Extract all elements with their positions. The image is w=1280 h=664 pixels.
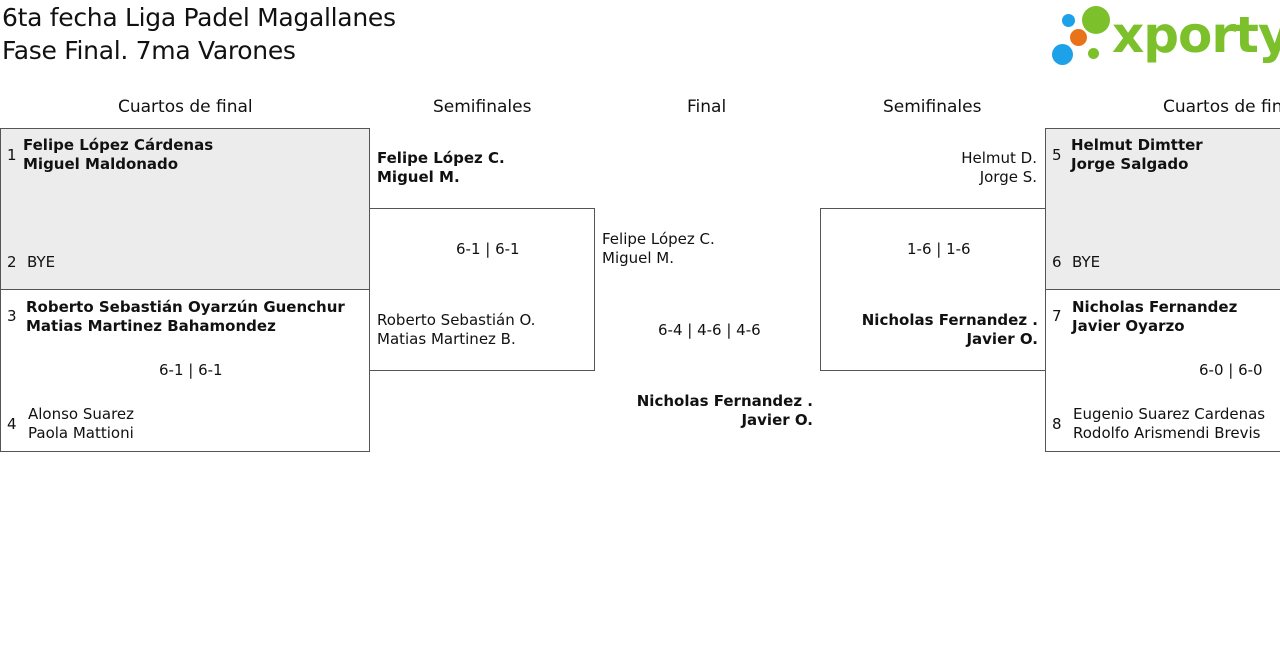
xporty-logo[interactable]: xporty <box>1052 4 1280 66</box>
team-player: Felipe López Cárdenas <box>23 136 214 154</box>
team-player: Javier O. <box>741 411 813 429</box>
team-player: Nicholas Fernandez . <box>636 392 813 410</box>
seed-number: 4 <box>7 415 17 433</box>
seed-number: 7 <box>1052 307 1062 325</box>
logo-text: xporty <box>1112 6 1280 64</box>
team-player: Felipe López C. <box>602 230 715 248</box>
match-score: 6-4 | 4-6 | 4-6 <box>658 321 761 339</box>
seed-number: 6 <box>1052 253 1062 271</box>
team-player: Helmut D. <box>961 149 1037 167</box>
team-player: Miguel M. <box>377 168 460 186</box>
team-player: Rodolfo Arismendi Brevis <box>1073 424 1261 442</box>
logo-dot-orange <box>1070 29 1087 46</box>
logo-dot-blue <box>1052 44 1073 65</box>
column-header-qf-left: Cuartos de final <box>118 97 253 117</box>
seed-number: 3 <box>7 307 17 325</box>
match-score: 1-6 | 1-6 <box>907 240 971 258</box>
column-header-sf-right: Semifinales <box>883 97 982 117</box>
qf-left-match-1[interactable] <box>0 128 370 290</box>
team-player: Roberto Sebastián Oyarzún Guenchur <box>26 298 345 316</box>
seed-number: 1 <box>7 146 17 164</box>
match-score: 6-0 | 6-0 <box>1199 361 1263 379</box>
team-player: Felipe López C. <box>377 149 505 167</box>
team-player: Nicholas Fernandez <box>1072 298 1238 316</box>
team-player: Matias Martinez B. <box>377 330 516 348</box>
team-player: Eugenio Suarez Cardenas <box>1073 405 1266 423</box>
seed-number: 5 <box>1052 146 1062 164</box>
column-header-sf-left: Semifinales <box>433 97 532 117</box>
team-player: Jorge S. <box>979 168 1037 186</box>
bye-label: BYE <box>1072 253 1101 271</box>
column-header-qf-right: Cuartos de fin <box>1163 97 1280 117</box>
logo-dot-green <box>1082 6 1110 34</box>
team-player: Paola Mattioni <box>28 424 134 442</box>
team-player: Javier O. <box>966 330 1038 348</box>
bye-label: BYE <box>27 253 56 271</box>
team-player: Miguel Maldonado <box>23 155 179 173</box>
qf-right-match-1[interactable] <box>1045 128 1280 290</box>
qf-right-match-2[interactable] <box>1045 289 1280 452</box>
team-player: Alonso Suarez <box>28 405 135 423</box>
sf-left-match[interactable] <box>369 208 595 371</box>
team-player: Javier Oyarzo <box>1072 317 1185 335</box>
team-player: Miguel M. <box>602 249 675 267</box>
team-player: Jorge Salgado <box>1071 155 1189 173</box>
logo-dot-blue-small <box>1062 14 1075 27</box>
team-player: Roberto Sebastián O. <box>377 311 536 329</box>
seed-number: 8 <box>1052 415 1062 433</box>
column-header-final: Final <box>687 97 727 117</box>
match-score: 6-1 | 6-1 <box>159 361 223 379</box>
logo-dot-green-small <box>1088 48 1099 59</box>
page-subtitle: Fase Final. 7ma Varones <box>2 36 296 65</box>
team-player: Nicholas Fernandez . <box>861 311 1038 329</box>
team-player: Matias Martinez Bahamondez <box>26 317 276 335</box>
page-title: 6ta fecha Liga Padel Magallanes <box>2 3 396 32</box>
team-player: Helmut Dimtter <box>1071 136 1203 154</box>
seed-number: 2 <box>7 253 17 271</box>
match-score: 6-1 | 6-1 <box>456 240 520 258</box>
